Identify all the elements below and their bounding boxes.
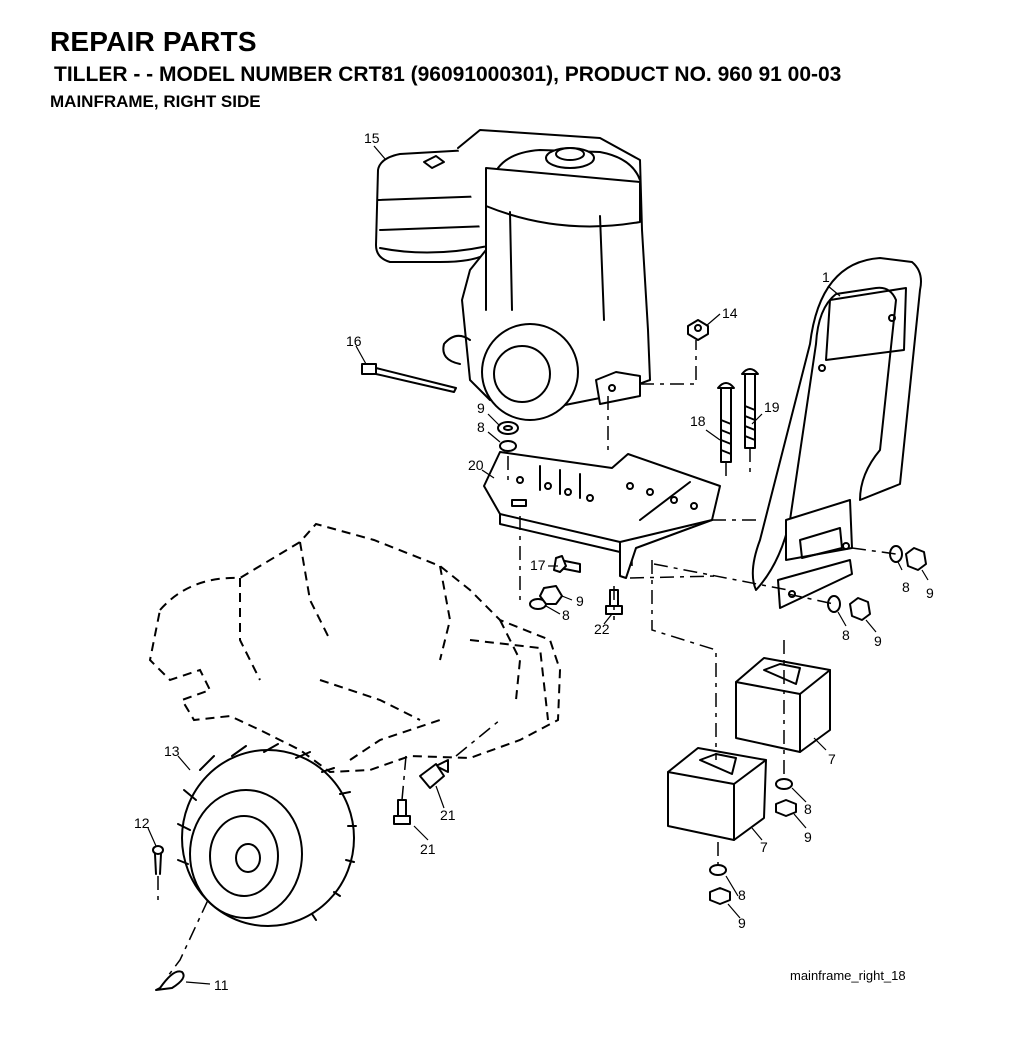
callout-9: 9 [738,915,746,931]
callout-13: 13 [164,743,180,759]
assembly-guide-lines [157,340,897,977]
callout-19: 19 [764,399,780,415]
weight-block-lower-part-7 [667,747,767,841]
callout-12: 12 [134,815,150,831]
callout-16: 16 [346,333,362,349]
engine-part-15 [375,129,651,421]
bolt-part-21-lower [393,799,411,825]
callout-8: 8 [562,607,570,623]
washer-nut-weight-upper [775,778,797,817]
callout-9: 9 [926,585,934,601]
callout-15: 15 [364,130,380,146]
callout-8: 8 [477,419,485,435]
callout-20: 20 [468,457,484,473]
tine-housing-outline [148,522,562,774]
callout-14: 14 [722,305,738,321]
callout-17: 17 [530,557,546,573]
mainframe-plate-part-20 [483,451,721,579]
callout-8: 8 [738,887,746,903]
callout-8: 8 [804,801,812,817]
page-title: REPAIR PARTS [50,26,257,57]
bolt-part-19 [741,368,759,449]
bolt-part-21-upper [419,759,449,789]
washer-nut-right-lower [827,595,871,621]
callout-21: 21 [420,841,436,857]
washer-nut-center [529,585,563,610]
bolt-part-17 [553,555,581,573]
callout-7: 7 [828,751,836,767]
callout-9: 9 [477,400,485,416]
cable-tie-part-16 [361,363,457,393]
callout-leaders [147,145,929,985]
figure-id: mainframe_right_18 [790,968,906,983]
weight-block-upper-part-7 [735,657,831,753]
callout-18: 18 [690,413,706,429]
pin-part-12 [152,845,164,875]
washer-nut-right-upper [889,545,927,571]
nut-part-14 [687,319,709,341]
callout-21: 21 [440,807,456,823]
callout-8: 8 [842,627,850,643]
callout-9: 9 [874,633,882,649]
model-subtitle: TILLER - - MODEL NUMBER CRT81 (960910003… [54,63,842,86]
callout-9: 9 [804,829,812,845]
bolt-part-18 [717,382,735,463]
callout-9: 9 [576,593,584,609]
washer-nut-weight-lower [709,864,731,905]
hairpin-clip-part-11 [155,970,185,991]
callout-1: 1 [822,269,830,285]
callout-11: 11 [214,977,229,993]
washer-nut-engine [497,421,519,452]
callout-8: 8 [902,579,910,595]
section-title: MAINFRAME, RIGHT SIDE [50,92,261,111]
callout-7: 7 [760,839,768,855]
handle-bracket-part-1 [751,257,922,609]
callout-22: 22 [594,621,610,637]
